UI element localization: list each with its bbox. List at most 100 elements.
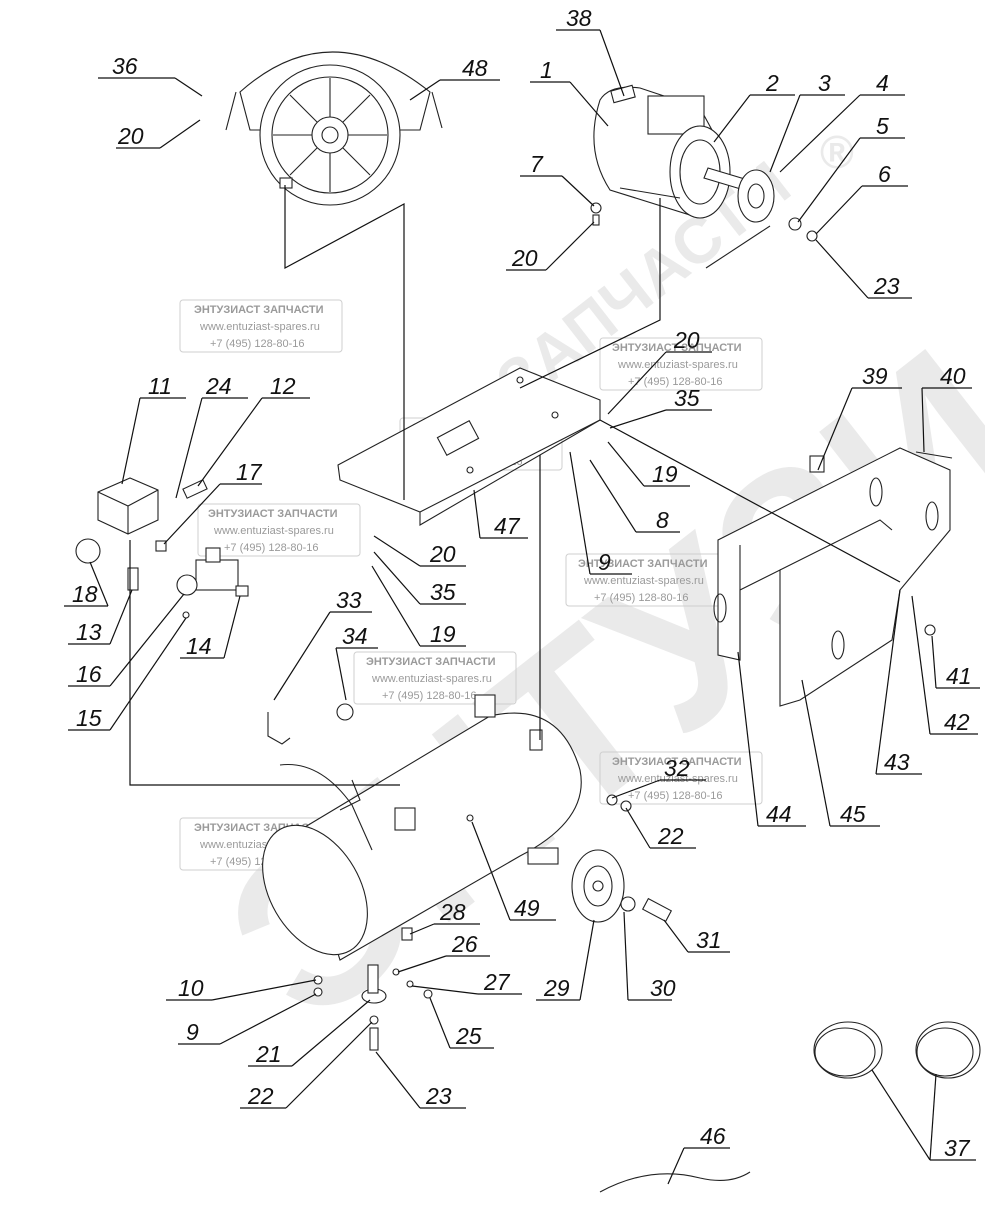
- callout-6: 6: [815, 161, 908, 235]
- svg-text:40: 40: [940, 363, 966, 389]
- callout-9b: 9: [178, 993, 317, 1045]
- callout-19: 19: [371, 565, 466, 647]
- svg-text:43: 43: [884, 749, 910, 775]
- svg-text:29: 29: [543, 975, 570, 1001]
- svg-text:18: 18: [72, 581, 98, 607]
- hose-coils: [599, 1021, 981, 1193]
- callout-9: 9: [569, 451, 632, 575]
- callout-7: 7: [520, 151, 595, 207]
- svg-text:36: 36: [112, 53, 138, 79]
- watermark-box: ЭНТУЗИАСТ ЗАПЧАСТИ www.entuziast-spares.…: [353, 651, 517, 705]
- pressure-switch-assembly: [75, 477, 249, 619]
- callout-22b: 22: [240, 1021, 373, 1109]
- callout-10: 10: [166, 975, 317, 1001]
- svg-text:42: 42: [944, 709, 970, 735]
- compressor-pump-head: [225, 51, 443, 206]
- callout-33: 33: [273, 587, 372, 701]
- watermark-box-phone: +7 (495) 128-80-16: [594, 592, 688, 604]
- svg-text:22: 22: [247, 1083, 274, 1109]
- svg-text:23: 23: [873, 273, 900, 299]
- watermark-box-title: ЭНТУЗИАСТ ЗАПЧАСТИ: [612, 342, 742, 354]
- svg-text:31: 31: [696, 927, 722, 953]
- callout-5: 5: [797, 113, 905, 223]
- assembly-lines: [129, 185, 901, 786]
- watermark-box-url: www.entuziast-spares.ru: [617, 359, 738, 371]
- watermark-box-phone: +7 (495) 128-80-16: [382, 690, 476, 702]
- callout-17: 17: [163, 459, 263, 545]
- watermark-box-phone: +7 (495) 128-80-16: [210, 338, 304, 350]
- callout-43: 43: [875, 589, 922, 775]
- watermark-box-phone: +7 (495) 128-80-16: [628, 790, 722, 802]
- callout-2: 2: [713, 70, 795, 143]
- callout-36: 36: [98, 53, 203, 97]
- svg-text:39: 39: [862, 363, 888, 389]
- svg-text:25: 25: [455, 1023, 482, 1049]
- watermark-box-title: ЭНТУЗИАСТ ЗАПЧАСТИ: [578, 558, 708, 570]
- callout-38: 38: [556, 5, 625, 97]
- callout-48: 48: [409, 55, 500, 101]
- air-receiver-tank: [262, 694, 582, 961]
- callout-44: 44: [737, 651, 806, 827]
- callout-11: 11: [121, 373, 186, 485]
- svg-text:13: 13: [76, 619, 102, 645]
- callout-47: 47: [473, 489, 528, 539]
- svg-text:23: 23: [425, 1083, 452, 1109]
- watermark-box-url: www.entuziast-spares.ru: [213, 525, 334, 537]
- callout-1: 1: [530, 57, 609, 127]
- callout-45: 45: [801, 679, 880, 827]
- svg-text:37: 37: [944, 1135, 971, 1161]
- svg-text:16: 16: [76, 661, 102, 687]
- svg-text:34: 34: [342, 623, 368, 649]
- callouts: 36 20 48 38 1 2 3 4 5 6 7 20 23 11 24 12…: [64, 5, 980, 1185]
- svg-text:17: 17: [236, 459, 263, 485]
- callout-28: 28: [409, 899, 480, 935]
- svg-text:27: 27: [483, 969, 511, 995]
- callout-31: 31: [663, 919, 730, 953]
- svg-text:45: 45: [840, 801, 866, 827]
- callout-18: 18: [64, 561, 109, 607]
- svg-text:44: 44: [766, 801, 792, 827]
- watermark-box-url: www.entuziast-spares.ru: [583, 575, 704, 587]
- callout-35b: 35: [609, 385, 712, 429]
- callout-15: 15: [68, 617, 187, 731]
- callout-20d: 20: [607, 327, 712, 415]
- svg-text:19: 19: [430, 621, 456, 647]
- callout-16: 16: [68, 593, 185, 687]
- callout-4: 4: [779, 70, 905, 173]
- callout-34: 34: [335, 623, 378, 701]
- svg-text:49: 49: [514, 895, 540, 921]
- callout-39: 39: [817, 363, 902, 471]
- callout-46: 46: [667, 1123, 730, 1185]
- mounting-plate: [337, 367, 601, 526]
- callout-20b: 20: [506, 221, 595, 271]
- callout-27: 27: [411, 969, 522, 995]
- svg-text:3: 3: [818, 70, 831, 96]
- watermark-box: ЭНТУЗИАСТ ЗАПЧАСТИ www.entuziast-spares.…: [197, 503, 361, 557]
- svg-text:8: 8: [656, 507, 669, 533]
- watermark-box: ЭНТУЗИАСТ ЗАПЧАСТИ www.entuziast-spares.…: [179, 299, 343, 353]
- watermark-box-title: ЭНТУЗИАСТ ЗАПЧАСТИ: [194, 304, 324, 316]
- callout-19b: 19: [607, 441, 690, 487]
- svg-text:38: 38: [566, 5, 592, 31]
- callout-8: 8: [589, 459, 680, 533]
- callout-25: 25: [429, 997, 494, 1049]
- watermark-box-url: www.entuziast-spares.ru: [199, 321, 320, 333]
- svg-text:10: 10: [178, 975, 204, 1001]
- callout-23: 23: [815, 239, 912, 299]
- svg-text:5: 5: [876, 113, 889, 139]
- svg-text:24: 24: [205, 373, 232, 399]
- callout-49: 49: [471, 821, 556, 921]
- callout-21: 21: [248, 999, 371, 1067]
- callout-29: 29: [536, 919, 595, 1001]
- callout-42: 42: [911, 595, 978, 735]
- svg-text:33: 33: [336, 587, 362, 613]
- callout-22: 22: [625, 807, 696, 849]
- callout-26: 26: [397, 931, 490, 973]
- callout-3: 3: [769, 70, 845, 173]
- callout-40: 40: [921, 363, 972, 453]
- svg-text:9: 9: [186, 1019, 199, 1045]
- svg-text:35: 35: [674, 385, 700, 411]
- watermark-box-phone: +7 (495) 128-80-16: [224, 542, 318, 554]
